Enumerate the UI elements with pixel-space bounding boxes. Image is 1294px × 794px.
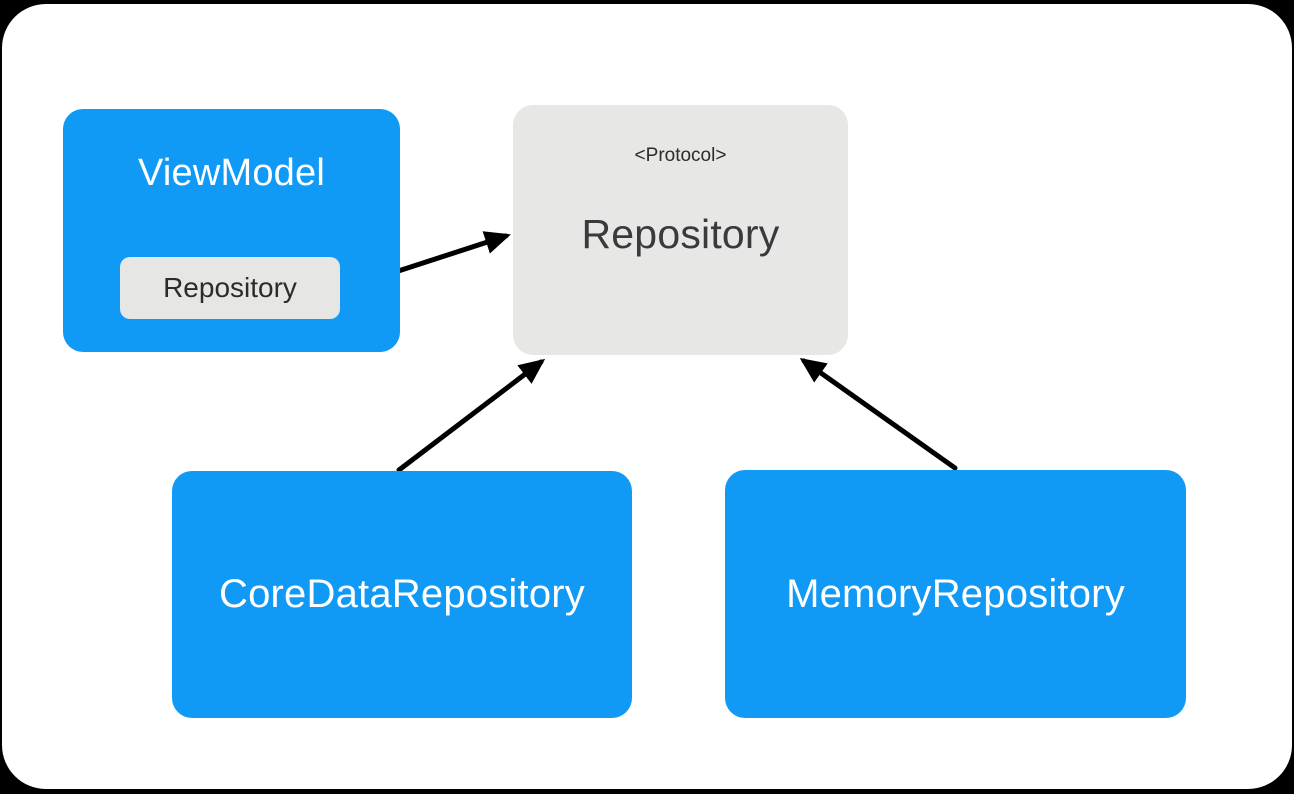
node-coredatarepository: CoreDataRepository: [172, 471, 632, 718]
viewmodel-label: ViewModel: [138, 152, 325, 194]
coredatarepository-label: CoreDataRepository: [219, 572, 585, 616]
viewmodel-repository-chip-label: Repository: [163, 272, 297, 303]
protocol-stereotype: <Protocol>: [634, 145, 727, 166]
viewmodel-repository-chip: Repository: [120, 257, 340, 319]
node-memoryrepository: MemoryRepository: [725, 470, 1186, 718]
node-viewmodel: ViewModel Repository: [63, 109, 400, 352]
memoryrepository-label: MemoryRepository: [786, 571, 1125, 616]
node-protocol: <Protocol> Repository: [513, 105, 848, 355]
arrow-coredatarepository-to-protocol: [396, 358, 546, 473]
arrow-memoryrepository-to-protocol: [799, 357, 958, 471]
protocol-label: Repository: [581, 211, 780, 257]
